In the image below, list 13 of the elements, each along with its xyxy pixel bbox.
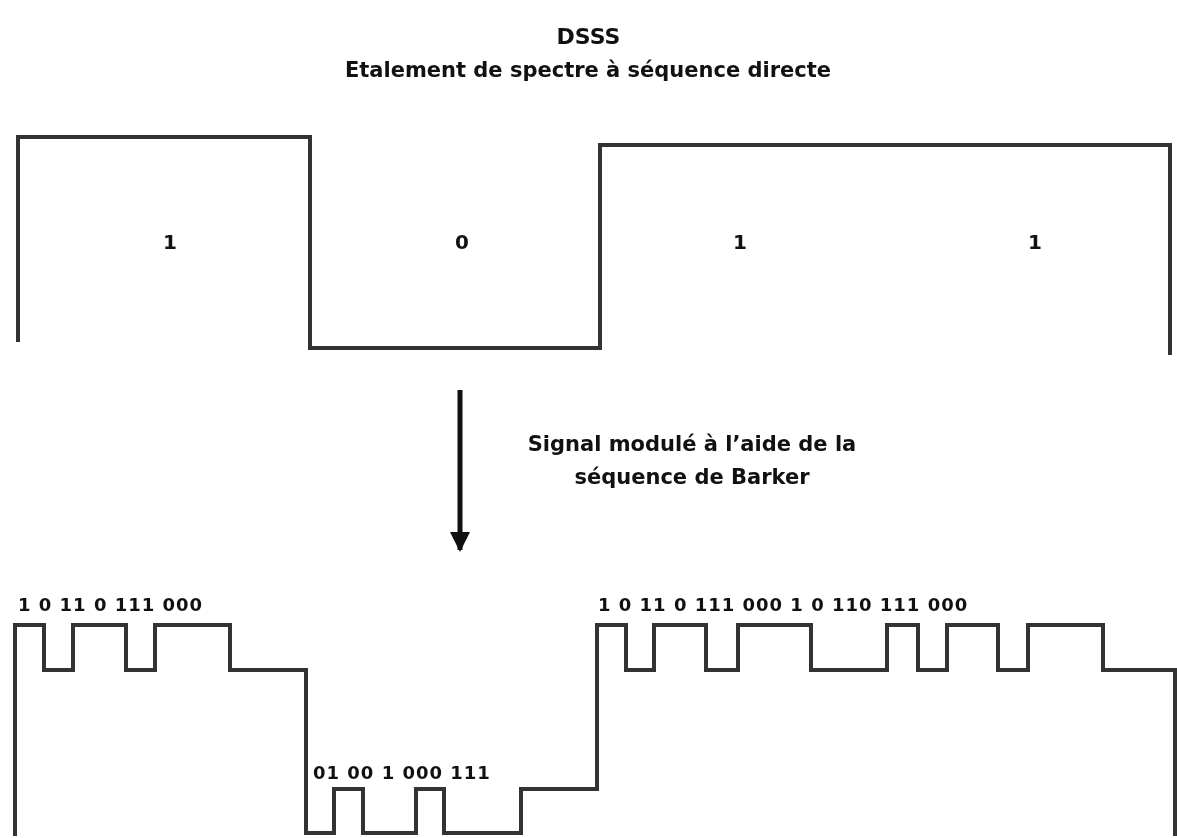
title: DSSS (555, 26, 622, 48)
bit-label: 1 (732, 232, 748, 252)
bit-label: 1 (1027, 232, 1043, 252)
subtitle: Etalement de spectre à séquence directe (343, 60, 833, 81)
chip-sequence-label: 1 0 11 0 111 000 (18, 596, 204, 614)
bit-label: 1 (162, 232, 178, 252)
chip-sequence-label: 1 0 11 0 111 000 1 0 110 111 000 (598, 596, 969, 614)
arrow (450, 390, 470, 552)
square-wave-signal (16, 135, 1172, 355)
bit-label: 0 (454, 232, 470, 252)
chip-sequence-label: 01 00 1 000 111 (313, 764, 491, 782)
edge-label: Signal modulé à l’aide de la séquence de Barker (526, 431, 858, 491)
square-wave-signal (13, 623, 1177, 836)
